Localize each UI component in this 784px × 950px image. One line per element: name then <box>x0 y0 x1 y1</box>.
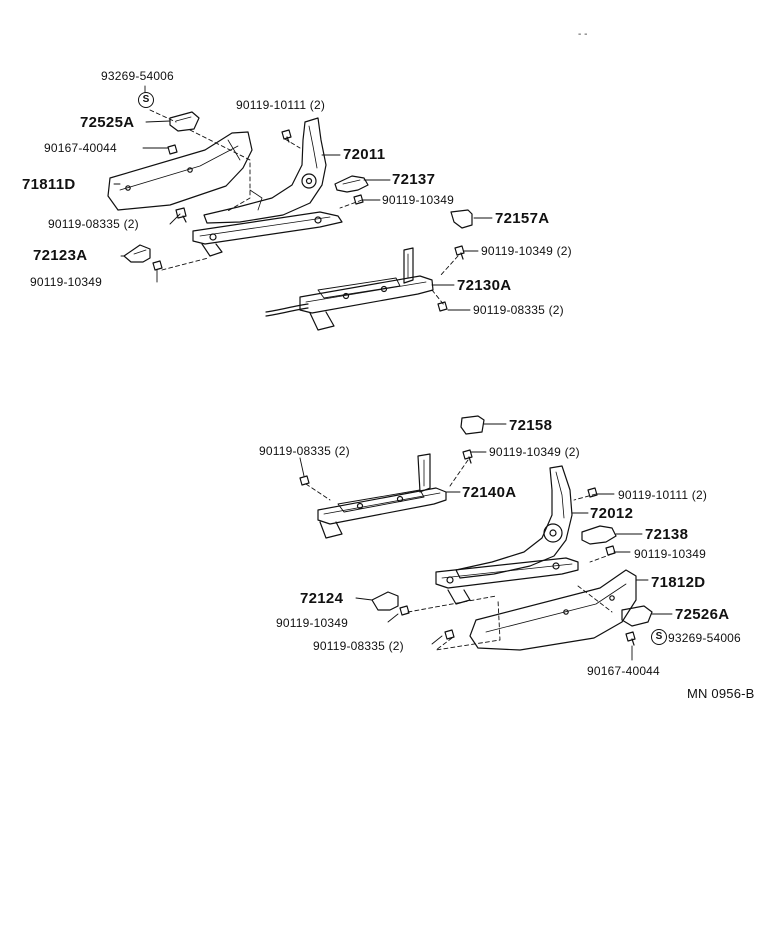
label-90119-10349-lower-b: 90119-10349 <box>634 547 707 561</box>
side-cover-71811d <box>107 131 253 211</box>
cover-72158 <box>460 415 485 435</box>
upper-assembly-drawing <box>107 85 493 331</box>
label-90167-40044-upper: 90167-40044 <box>44 141 117 155</box>
label-72526a: 72526A <box>675 606 730 623</box>
lower-seat-rail <box>435 557 579 589</box>
label-72011: 72011 <box>343 146 386 163</box>
lower-assembly-drawing <box>299 415 673 661</box>
knob-72526a <box>621 605 653 627</box>
cover-72137 <box>334 175 369 193</box>
label-72525a: 72525A <box>80 114 135 131</box>
upper-seat-rail <box>192 211 343 245</box>
lower-bolts <box>299 449 636 646</box>
washer-symbol-upper: S <box>138 92 154 108</box>
recliner-frame-72011 <box>203 117 327 224</box>
track-assembly-72130a <box>265 247 434 331</box>
label-90167-40044-lower: 90167-40044 <box>587 664 660 678</box>
upper-leader-lines <box>113 85 493 311</box>
cover-72157a <box>450 209 473 229</box>
label-72123a: 72123A <box>33 247 88 264</box>
label-72012: 72012 <box>590 505 634 522</box>
diagram-code: MN 0956-B <box>687 686 755 701</box>
lower-leader-lines <box>299 423 673 661</box>
bracket-72124 <box>371 591 399 611</box>
recliner-frame-72012 <box>455 465 573 579</box>
label-90119-10111-lower: 90119-10111 (2) <box>618 488 708 502</box>
label-72137: 72137 <box>392 171 436 188</box>
bracket-72123a <box>123 244 151 263</box>
lower-dashed-guides <box>305 459 613 651</box>
washer-symbol-lower: S <box>651 629 667 645</box>
upper-bolts <box>152 129 465 312</box>
knob-72525a <box>169 111 200 132</box>
label-93269-54006-upper: 93269-54006 <box>101 69 174 83</box>
label-90119-10349-upper-b: 90119-10349 (2) <box>481 244 572 258</box>
label-90119-08335-upper: 90119-08335 (2) <box>48 217 139 231</box>
label-90119-10349-lower-c: 90119-10349 <box>276 616 349 630</box>
label-72138: 72138 <box>645 526 689 543</box>
label-93269-54006-lower: 93269-54006 <box>668 631 741 645</box>
label-90119-08335-lower-b: 90119-08335 (2) <box>313 639 404 653</box>
label-71812d: 71812D <box>651 574 706 591</box>
label-90119-10111-upper: 90119-10111 (2) <box>236 98 326 112</box>
cover-72138 <box>581 525 617 545</box>
label-90119-10349-upper-c: 90119-10349 <box>30 275 103 289</box>
label-90119-10349-upper-a: 90119-10349 <box>382 193 455 207</box>
label-72130a: 72130A <box>457 277 512 294</box>
label-71811d: 71811D <box>22 176 76 193</box>
label-72140a: 72140A <box>462 484 517 501</box>
corner-mark: - - <box>578 29 588 40</box>
track-assembly-72140a <box>317 453 447 539</box>
label-72124: 72124 <box>300 590 344 607</box>
label-90119-08335-upper-b: 90119-08335 (2) <box>473 303 564 317</box>
label-90119-08335-lower: 90119-08335 (2) <box>259 444 350 458</box>
label-72158: 72158 <box>509 417 553 434</box>
label-90119-10349-lower-a: 90119-10349 (2) <box>489 445 580 459</box>
label-72157a: 72157A <box>495 210 550 227</box>
upper-dashed-guides <box>149 109 459 306</box>
